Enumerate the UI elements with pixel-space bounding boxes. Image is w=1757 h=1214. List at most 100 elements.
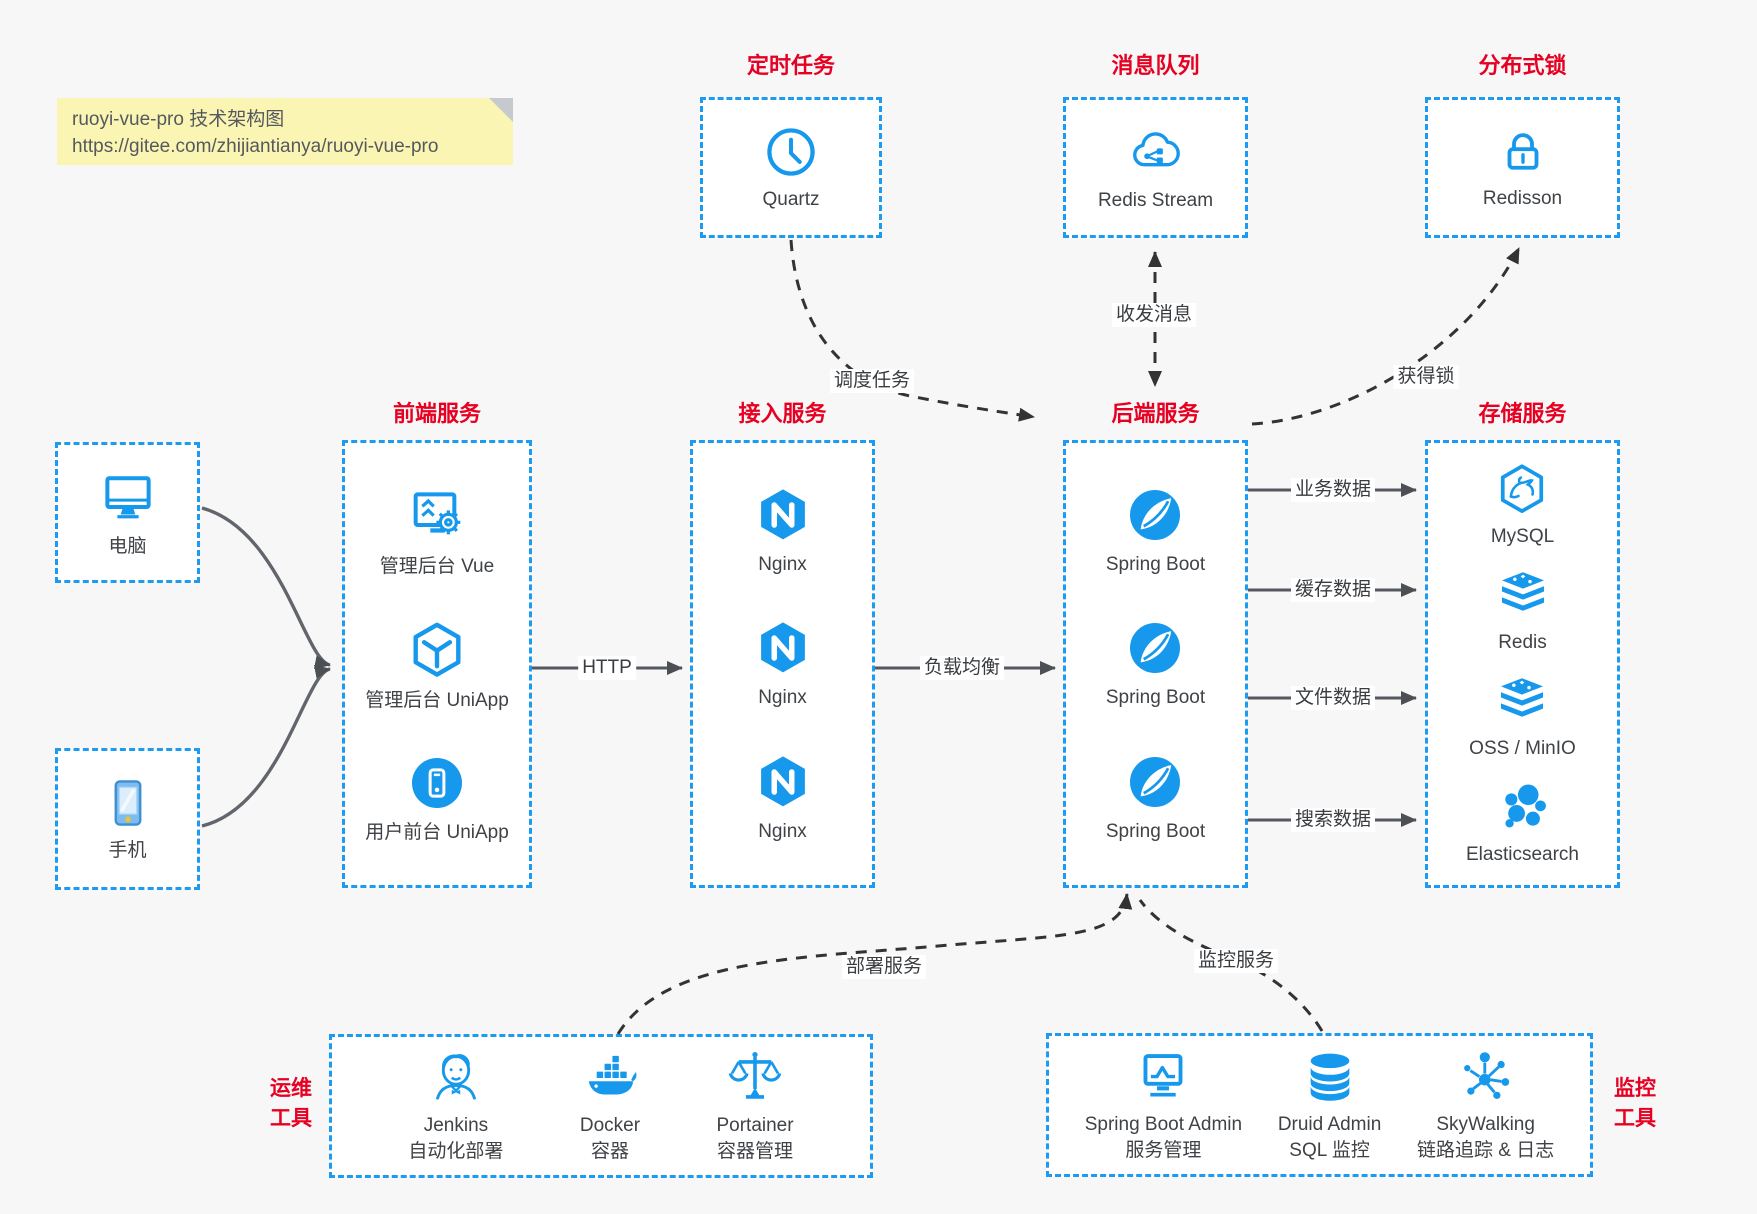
node-druid-admin: Druid Admin SQL 监控 [1277, 1047, 1382, 1163]
box-backend-services: Spring Boot Spring Boot Spring Boot [1063, 440, 1248, 888]
node-label: 电脑 [108, 535, 147, 557]
node-pc: 电脑 [98, 467, 158, 559]
box-pc-client: 电脑 [55, 442, 200, 583]
edge-label-lock: 获得锁 [1393, 365, 1459, 389]
tool-name: Jenkins [423, 1115, 489, 1136]
group-title-message-queue: 消息队列 [1111, 53, 1200, 78]
edge-label-schedule: 调度任务 [829, 369, 915, 393]
node-label: 管理后台 UniApp [365, 690, 509, 711]
node-label: MySQL [1490, 526, 1555, 547]
tool-name: Druid Admin [1277, 1114, 1382, 1135]
node-redis-stream: Redis Stream [1098, 123, 1213, 213]
edge-label-http: HTTP [578, 656, 636, 680]
node-nginx-3: Nginx [753, 752, 813, 844]
box-monitoring-tools: Spring Boot Admin 服务管理 Druid Admin SQL 监… [1046, 1033, 1593, 1177]
edge-label-messages: 收发消息 [1111, 303, 1197, 327]
column-title-frontend: 前端服务 [392, 401, 481, 426]
node-nginx-2: Nginx [753, 618, 813, 710]
node-admin-uniapp: 管理后台 UniApp [365, 619, 509, 713]
desktop-icon [98, 467, 158, 527]
monitor-gear-icon [405, 483, 469, 547]
node-label: Nginx [758, 553, 807, 575]
tool-desc: 自动化部署 [408, 1141, 504, 1162]
node-nginx-1: Nginx [753, 485, 813, 577]
edge-label-monitor: 监控服务 [1193, 949, 1279, 973]
edge-label-search-data: 搜索数据 [1290, 808, 1376, 832]
box-ops-tools: Jenkins 自动化部署 Docker 容器 Portainer 容器管理 [329, 1034, 873, 1178]
node-quartz: Quartz [762, 124, 820, 212]
tool-desc: 服务管理 [1125, 1140, 1202, 1161]
group-title-scheduled-jobs: 定时任务 [746, 53, 835, 78]
tool-desc: SQL 监控 [1289, 1140, 1370, 1161]
note-url: https://gitee.com/zhijiantianya/ruoyi-vu… [72, 136, 439, 157]
column-title-gateway: 接入服务 [738, 401, 827, 426]
scales-icon [726, 1048, 784, 1106]
edge-pc-to-frontend [201, 506, 331, 669]
sticky-note: ruoyi-vue-pro 技术架构图 https://gitee.com/zh… [57, 98, 513, 165]
box-redisson: Redisson [1425, 97, 1620, 238]
node-springboot-2: Spring Boot [1106, 618, 1205, 710]
tool-desc: 容器 [590, 1141, 629, 1162]
mysql-dolphin-icon [1494, 461, 1550, 517]
node-redis: Redis [1495, 567, 1551, 655]
note-title: ruoyi-vue-pro 技术架构图 [72, 109, 285, 130]
spring-leaf-icon [1125, 752, 1185, 812]
node-label: Spring Boot [1105, 687, 1206, 708]
node-admin-vue: 管理后台 Vue [380, 483, 494, 579]
node-label: Nginx [758, 820, 807, 842]
tool-desc: 链路追踪 & 日志 [1417, 1140, 1555, 1161]
edge-label-load-balance: 负载均衡 [919, 656, 1005, 680]
node-skywalking: SkyWalking 链路追踪 & 日志 [1417, 1047, 1554, 1163]
edge-label-file-data: 文件数据 [1290, 686, 1376, 710]
database-icon [1301, 1047, 1359, 1105]
tool-name: Spring Boot Admin [1084, 1114, 1243, 1135]
clock-icon [763, 124, 819, 180]
monitoring-tools-label-line2: 工具 [1614, 1107, 1656, 1130]
node-label: Elasticsearch [1466, 844, 1579, 865]
node-springboot-3: Spring Boot [1106, 752, 1205, 844]
jenkins-butler-icon [427, 1048, 485, 1106]
node-docker: Docker 容器 [580, 1048, 640, 1164]
ops-tools-label: 运维 工具 [256, 1074, 326, 1134]
node-jenkins: Jenkins 自动化部署 [408, 1048, 503, 1164]
node-mysql: MySQL [1491, 461, 1554, 549]
ops-tools-label-line1: 运维 [270, 1077, 312, 1100]
spring-leaf-icon [1125, 618, 1185, 678]
nginx-hexagon-icon [753, 618, 813, 678]
node-label: 手机 [108, 840, 147, 861]
node-elasticsearch: Elasticsearch [1466, 779, 1579, 867]
phone-circle-icon [407, 753, 467, 813]
node-oss-minio: OSS / MinIO [1469, 673, 1576, 761]
node-label: Redis [1498, 632, 1547, 653]
redis-stack-icon [1495, 567, 1551, 623]
edge-label-cache-data: 缓存数据 [1290, 578, 1376, 602]
note-fold-corner [489, 98, 513, 122]
node-label: Quartz [762, 188, 820, 210]
docker-whale-icon [581, 1048, 639, 1106]
node-graph-icon [1457, 1047, 1515, 1105]
node-label: Nginx [758, 687, 807, 708]
monitor-pulse-icon [1134, 1047, 1192, 1105]
tool-name: SkyWalking [1436, 1114, 1535, 1135]
edge-mobile-to-frontend [201, 665, 331, 828]
box-redis-stream: Redis Stream [1063, 97, 1248, 238]
spring-leaf-icon [1125, 485, 1185, 545]
monitoring-tools-label: 监控 工具 [1600, 1074, 1670, 1134]
box-gateway-services: Nginx Nginx Nginx [690, 440, 875, 888]
node-portainer: Portainer 容器管理 [716, 1048, 794, 1164]
nginx-hexagon-icon [753, 485, 813, 545]
tool-desc: 容器管理 [717, 1141, 794, 1162]
box-frontend-services: 管理后台 Vue 管理后台 UniApp 用户前台 UniApp [342, 440, 532, 888]
node-mobile: 手机 [100, 775, 156, 863]
column-title-storage: 存储服务 [1478, 401, 1567, 426]
box-storage-services: MySQL Redis OSS / MinIO Elasticsearch [1425, 440, 1620, 888]
node-label: Redis Stream [1097, 189, 1214, 211]
uniapp-hexagon-icon [406, 619, 468, 681]
tool-name: Docker [579, 1115, 641, 1136]
lock-icon [1496, 125, 1550, 179]
node-redisson: Redisson [1483, 125, 1562, 211]
node-label: Spring Boot [1105, 820, 1206, 842]
column-title-backend: 后端服务 [1111, 401, 1200, 426]
node-label: 用户前台 UniApp [365, 822, 509, 843]
